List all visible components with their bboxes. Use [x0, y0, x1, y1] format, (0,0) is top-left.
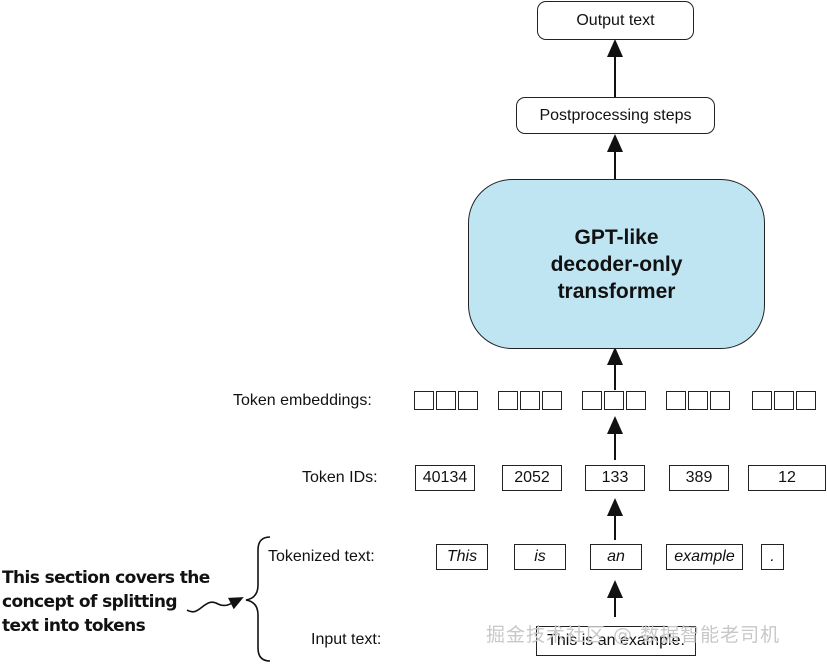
watermark-text: 掘金技术社区 @ 数据智能老司机 — [486, 624, 781, 646]
embedding-cell — [542, 391, 562, 410]
embedding-cell — [752, 391, 772, 410]
embedding-vector — [752, 391, 818, 410]
token-id: 12 — [778, 469, 796, 486]
tokenized-text-label: Tokenized text: — [268, 548, 375, 565]
token-id-box: 2052 — [502, 465, 562, 491]
token-box: . — [761, 544, 784, 570]
transformer-block: GPT-like decoder-only transformer — [468, 179, 765, 349]
embedding-cell — [458, 391, 478, 410]
transformer-line-1: GPT-like — [574, 225, 659, 249]
embedding-cell — [688, 391, 708, 410]
embedding-cell — [796, 391, 816, 410]
input-text-label: Input text: — [311, 631, 382, 648]
token-ids-label: Token IDs: — [302, 469, 378, 486]
postprocessing-box: Postprocessing steps — [516, 97, 715, 134]
token-id: 40134 — [422, 469, 468, 486]
embedding-cell — [666, 391, 686, 410]
note-pointer-arrow — [186, 597, 244, 613]
token-box: is — [514, 544, 566, 570]
embedding-cell — [604, 391, 624, 410]
transformer-line-3: transformer — [557, 279, 676, 303]
embedding-cell — [498, 391, 518, 410]
token-text: . — [770, 548, 775, 565]
section-note-line-3: text into tokens — [2, 616, 146, 636]
section-note-line-1: This section covers the — [2, 568, 210, 588]
embedding-cell — [582, 391, 602, 410]
postprocessing-label: Postprocessing steps — [539, 106, 692, 124]
section-note-line-2: concept of splitting — [2, 592, 178, 612]
token-text: is — [534, 548, 546, 565]
embedding-cell — [626, 391, 646, 410]
embedding-vector — [414, 391, 480, 410]
token-box: example — [666, 544, 743, 570]
section-note: This section covers the concept of split… — [2, 566, 210, 638]
token-id: 133 — [601, 469, 629, 486]
embedding-cell — [710, 391, 730, 410]
token-box: This — [436, 544, 488, 570]
token-id: 2052 — [514, 469, 550, 486]
output-text-label: Output text — [576, 11, 655, 29]
token-id-box: 389 — [669, 465, 729, 491]
token-box: an — [590, 544, 642, 570]
token-embeddings-label: Token embeddings: — [233, 392, 372, 409]
token-id-box: 12 — [748, 465, 826, 491]
embedding-vector — [582, 391, 648, 410]
embedding-vector — [666, 391, 732, 410]
token-text: example — [674, 548, 735, 565]
input-sentence-box: This is an example. — [536, 626, 696, 656]
embedding-vector — [498, 391, 564, 410]
embedding-cell — [520, 391, 540, 410]
embedding-cell — [436, 391, 456, 410]
transformer-line-2: decoder-only — [550, 252, 683, 276]
token-id: 389 — [685, 469, 713, 486]
token-text: an — [607, 548, 625, 565]
embedding-cell — [774, 391, 794, 410]
output-text-box: Output text — [537, 1, 694, 40]
token-id-box: 133 — [585, 465, 645, 491]
curly-brace — [245, 536, 271, 662]
embedding-cell — [414, 391, 434, 410]
input-sentence: This is an example. — [547, 632, 685, 649]
token-text: This — [446, 548, 478, 565]
token-id-box: 40134 — [415, 465, 475, 491]
